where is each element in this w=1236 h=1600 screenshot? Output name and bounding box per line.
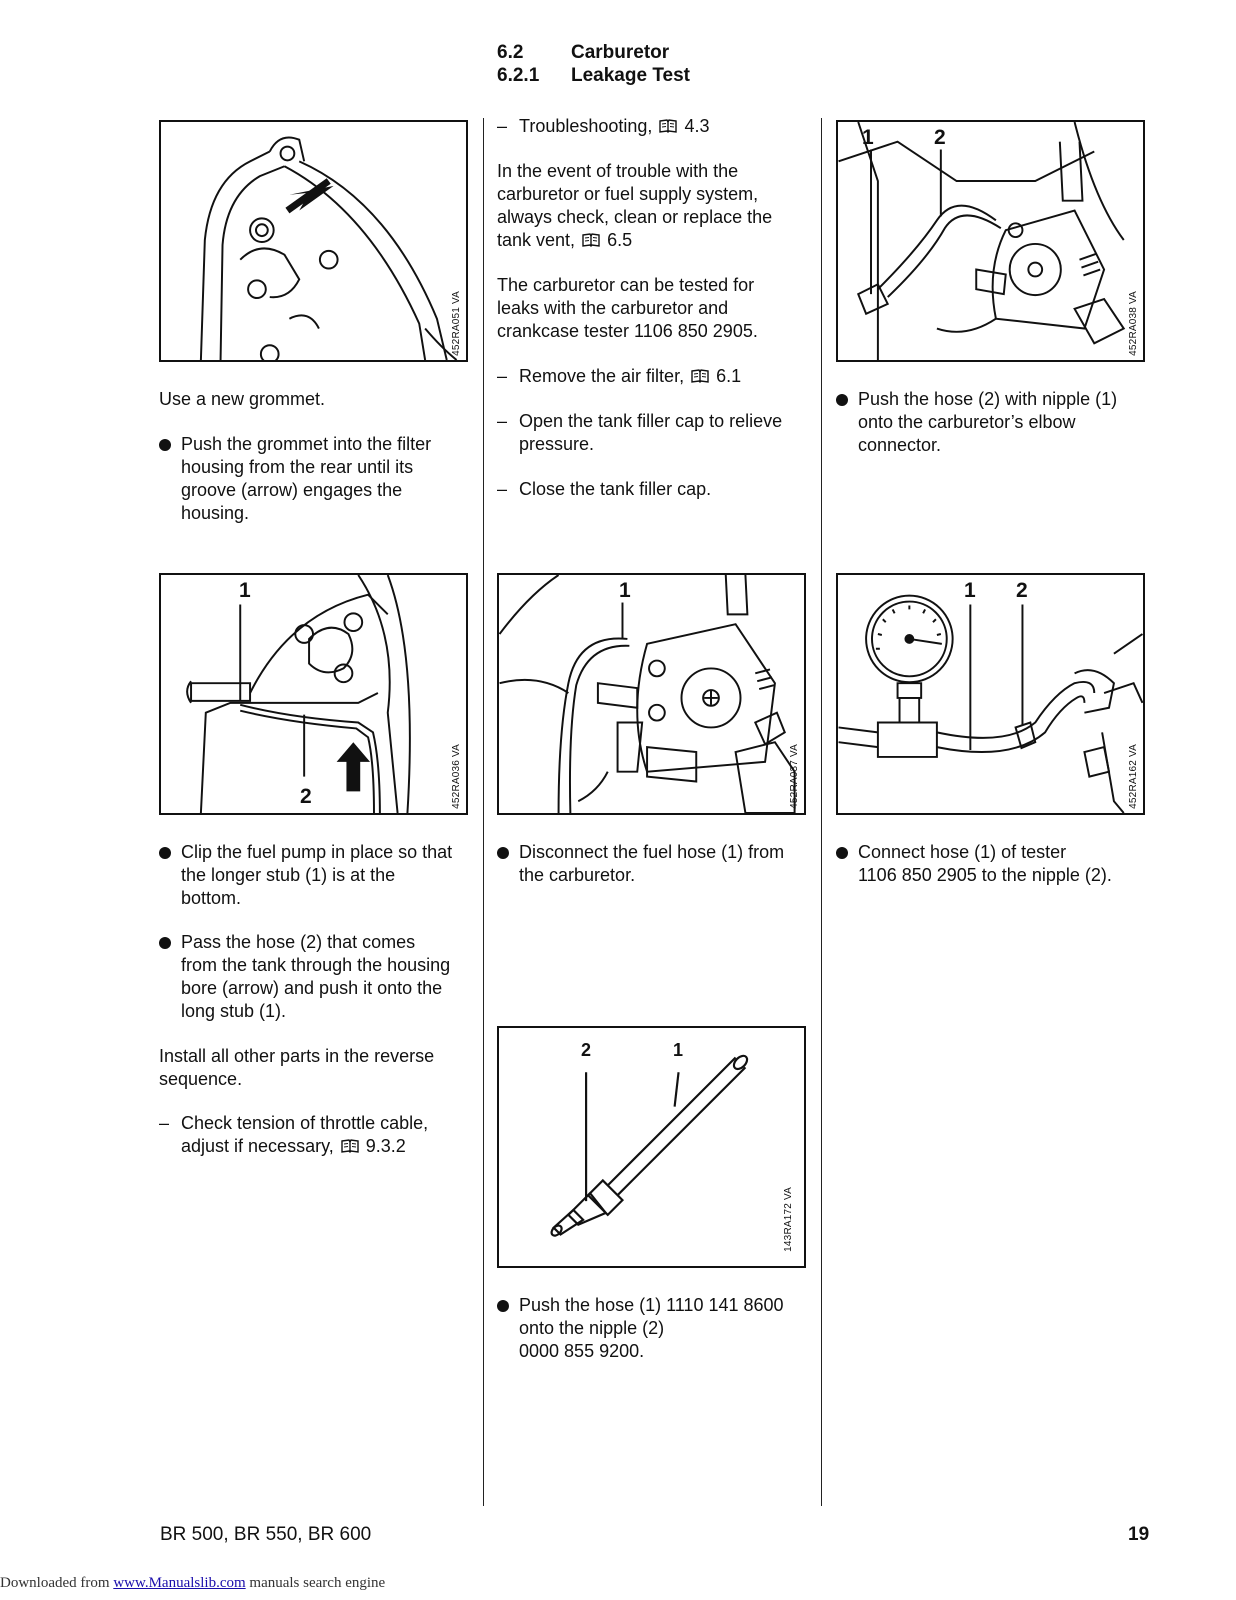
carburetor-hose-illustration	[499, 575, 796, 813]
bullet-icon	[836, 394, 848, 406]
figure-grommet: 452RA051 VA	[159, 120, 468, 362]
figure-code: 452RA037 VA	[789, 744, 800, 809]
callout-label: 2	[934, 126, 946, 149]
hose-nipple-illustration	[550, 1054, 749, 1237]
figure-tester-connection: 1 2 452RA162 VA	[836, 573, 1145, 815]
callout-label: 1	[964, 579, 976, 602]
callout-label: 1	[673, 1040, 684, 1060]
section-title: Carburetor	[571, 42, 670, 63]
bullet-icon	[159, 847, 171, 859]
tester-connection-illustration	[838, 594, 1143, 813]
footer-models: BR 500, BR 550, BR 600	[160, 1524, 372, 1545]
figure-carburetor-hose: 1 452RA037 VA	[497, 573, 806, 815]
bullet-icon	[497, 1300, 509, 1312]
instruction-text: Use a new grommet.	[159, 389, 326, 409]
bullet-icon	[159, 937, 171, 949]
instruction-text: Install all other parts in the reverse s…	[159, 1046, 435, 1089]
column-divider-right	[821, 118, 822, 1506]
book-icon	[659, 119, 678, 133]
instruction-text: The carburetor can be tested for leaks w…	[497, 275, 758, 341]
grommet-illustration	[199, 136, 458, 360]
section-number: 6.2	[497, 42, 524, 63]
page-number: 19	[1128, 1524, 1150, 1545]
bullet-icon	[836, 847, 848, 859]
callout-label: 2	[581, 1040, 592, 1060]
figure-code: 452RA051 VA	[451, 291, 462, 356]
callout-label: 1	[619, 579, 631, 602]
callout-label: 1	[862, 126, 874, 149]
bullet-icon	[159, 439, 171, 451]
book-icon	[341, 1139, 359, 1153]
figure-nipple-elbow: 1 2 452RA038 VA	[836, 120, 1145, 362]
book-icon	[691, 369, 709, 383]
subsection-number: 6.2.1	[497, 65, 540, 86]
manualslib-link[interactable]: www.Manualslib.com	[113, 1575, 246, 1591]
nipple-elbow-illustration	[838, 122, 1126, 360]
callout-label: 2	[1016, 579, 1028, 602]
figure-code: 452RA162 VA	[1128, 744, 1139, 809]
subsection-heading: 6.2.1 Leakage Test	[497, 65, 797, 89]
column-divider-left	[483, 118, 484, 1506]
instruction-text: In the event of trouble with the carbure…	[497, 161, 773, 250]
subsection-title: Leakage Test	[571, 65, 690, 86]
figure-code: 452RA036 VA	[451, 744, 462, 809]
section-heading: 6.2 Carburetor	[497, 42, 797, 66]
fuel-pump-illustration	[186, 575, 411, 813]
bullet-icon	[497, 847, 509, 859]
figure-fuel-pump: 1 2 452RA036 VA	[159, 573, 468, 815]
figure-code: 452RA038 VA	[1128, 291, 1139, 356]
book-icon	[582, 233, 600, 247]
callout-label: 2	[300, 785, 312, 808]
figure-code: 143RA172 VA	[783, 1187, 794, 1252]
callout-label: 1	[239, 579, 251, 602]
download-note: Downloaded from www.Manualslib.com manua…	[0, 1575, 386, 1591]
figure-hose-nipple: 2 1 143RA172 VA	[497, 1026, 806, 1268]
